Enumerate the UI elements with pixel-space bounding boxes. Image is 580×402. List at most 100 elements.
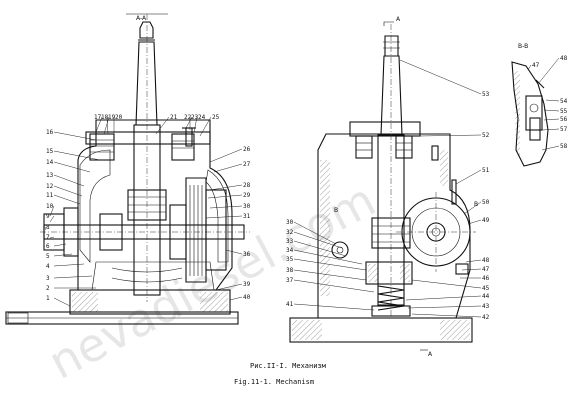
- left-left-callout: 9: [46, 213, 50, 220]
- left-top-callout: 22: [184, 114, 192, 121]
- left-left-leader-8: [44, 226, 47, 231]
- left-right-leader-3: [207, 194, 243, 199]
- right-left-leader-7: [293, 303, 375, 311]
- right-left-callout: 38: [286, 267, 294, 274]
- left-left-leader-15: [53, 297, 71, 307]
- left-top-leader-5: [185, 116, 193, 129]
- right-right-callout: 43: [482, 303, 490, 310]
- left-right-callout: 31: [243, 213, 251, 220]
- detail-callout: 56: [560, 116, 568, 123]
- left-left-callout: 3: [46, 275, 50, 282]
- clutch-housing: [185, 177, 207, 283]
- right-left-leader-3: [293, 249, 363, 265]
- left-right-callout: 39: [243, 281, 251, 288]
- right-right-leader-4: [467, 219, 482, 225]
- right-section-view: A A B B: [289, 16, 478, 358]
- right-left-callout: 32: [286, 229, 294, 236]
- right-left-leader-0: [293, 221, 337, 245]
- left-right-leader-2: [209, 184, 243, 191]
- detail-callout: 57: [560, 126, 568, 133]
- detail-b-b-view: B-B: [511, 43, 549, 167]
- right-right-callout: 52: [482, 132, 490, 139]
- left-right-leader-5: [205, 215, 243, 219]
- left-left-leader-7: [49, 215, 55, 223]
- watermark: nevadiesel.com: [40, 173, 384, 390]
- right-left-leader-2: [293, 240, 347, 257]
- right-right-leader-2: [455, 169, 482, 185]
- right-right-callout: 47: [482, 266, 490, 273]
- right-left-callout: 33: [286, 238, 294, 245]
- section-label-a-bottom: A: [428, 351, 433, 358]
- left-left-leader-6: [49, 205, 55, 217]
- left-top-leader-0: [95, 116, 103, 133]
- left-section-view: A-A: [5, 13, 250, 325]
- left-right-leader-7: [215, 283, 243, 291]
- right-left-callout: 35: [286, 256, 294, 263]
- detail-callout: 54: [560, 98, 568, 105]
- left-left-callout: 13: [46, 172, 54, 179]
- detail-callout: 55: [560, 108, 568, 115]
- right-right-callout: 42: [482, 314, 490, 321]
- left-left-callout: 6: [46, 243, 50, 250]
- right-right-callout: 48: [482, 257, 490, 264]
- upper-bearing-right: [171, 133, 195, 161]
- detail-leader-6: [541, 145, 560, 151]
- left-right-callout: 27: [243, 161, 251, 168]
- left-right-callout: 36: [243, 251, 251, 258]
- right-right-callout: 51: [482, 167, 490, 174]
- section-label-b: B: [334, 207, 338, 214]
- left-left-callout: 2: [46, 285, 50, 292]
- left-left-callout: 8: [46, 224, 50, 231]
- left-left-callout: 4: [46, 263, 50, 270]
- right-left-callout: 41: [286, 301, 294, 308]
- left-top-callout: 25: [212, 114, 220, 121]
- left-top-leader-2: [106, 116, 109, 135]
- detail-callout: 47: [532, 62, 540, 69]
- left-right-leader-1: [213, 163, 243, 173]
- left-left-callout: 10: [46, 203, 54, 210]
- section-label-a-a: A-A: [136, 15, 147, 22]
- cam-pawl: [331, 241, 349, 259]
- figure-caption-en: Fig.11-1. Mechanism: [234, 378, 314, 386]
- right-left-callout: 34: [286, 247, 294, 254]
- figure-caption-ru: Рис.II-I. Механизм: [250, 362, 327, 370]
- right-right-callout: 46: [482, 275, 490, 282]
- detail-label-b-b: B-B: [518, 43, 528, 50]
- left-left-leader-13: [53, 275, 93, 279]
- left-left-callout: 5: [46, 253, 50, 260]
- left-top-callout: 24: [198, 114, 206, 121]
- left-left-callout: 14: [46, 159, 54, 166]
- right-shaft-upper: [380, 55, 403, 136]
- left-top-callout: 20: [115, 114, 123, 121]
- left-left-callout: 11: [46, 192, 54, 199]
- right-right-leader-11: [411, 313, 482, 318]
- right-right-leader-3: [463, 201, 482, 215]
- right-left-callout: 37: [286, 277, 294, 284]
- right-right-callout: 45: [482, 285, 490, 292]
- left-top-callout: 18: [101, 114, 109, 121]
- right-shaft-tip: [384, 35, 399, 57]
- right-left-leader-6: [293, 279, 375, 293]
- detail-leader-3: [543, 109, 560, 112]
- left-left-leader-9: [49, 236, 55, 239]
- left-right-leader-6: [225, 249, 243, 255]
- vertical-shaft-upper: [135, 41, 158, 126]
- detail-leader-2: [545, 99, 560, 102]
- left-top-leader-8: [199, 116, 212, 137]
- left-right-callout: 30: [243, 203, 251, 210]
- right-right-leader-0: [399, 59, 482, 95]
- left-left-callout: 16: [46, 129, 54, 136]
- left-right-callout: 28: [243, 182, 251, 189]
- left-left-leader-2: [53, 161, 91, 173]
- upper-bearing-left: [89, 133, 115, 161]
- left-left-leader-5: [53, 194, 81, 205]
- left-top-callout: 21: [170, 114, 178, 121]
- left-left-callout: 1: [46, 295, 50, 302]
- right-left-leader-5: [293, 269, 367, 281]
- left-right-leader-8: [229, 296, 243, 301]
